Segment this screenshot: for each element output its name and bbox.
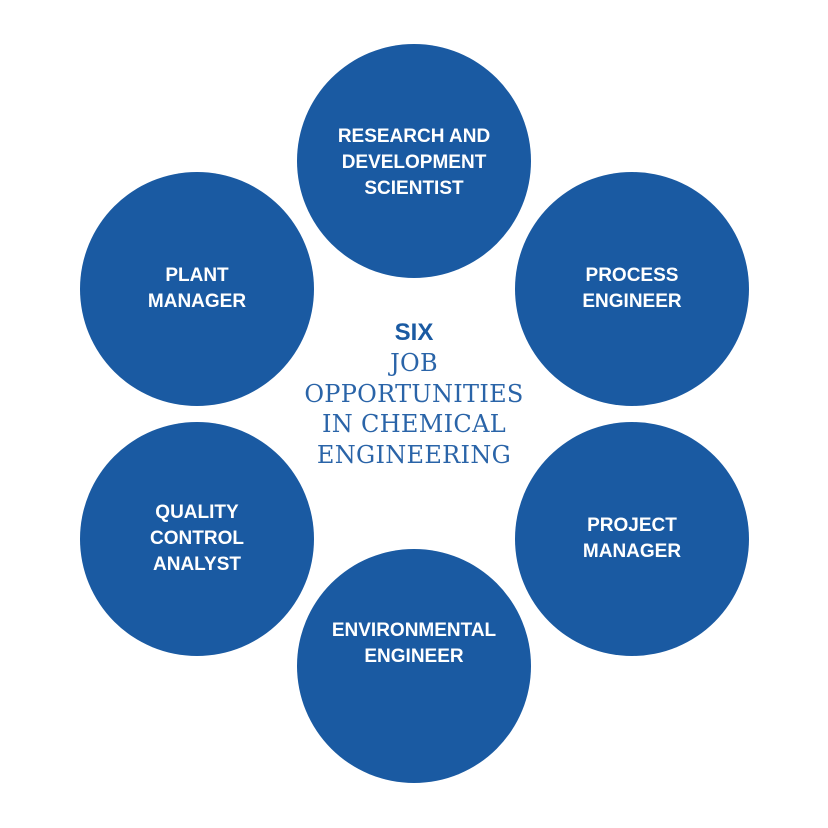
job-label: QUALITY CONTROL ANALYST — [150, 502, 244, 575]
job-circle-quality-control-analyst: QUALITY CONTROL ANALYST — [80, 422, 314, 656]
job-circle-environmental-engineer: ENVIRONMENTAL ENGINEER — [297, 549, 531, 783]
job-circle-plant-manager: PLANT MANAGER — [80, 172, 314, 406]
job-circle-project-manager: PROJECT MANAGER — [515, 422, 749, 656]
job-label: PROCESS ENGINEER — [582, 265, 682, 312]
center-heading: SIX JOB OPPORTUNITIES IN CHEMICAL ENGINE… — [264, 318, 564, 470]
job-label: PLANT MANAGER — [147, 265, 247, 312]
center-subtitle: JOB OPPORTUNITIES IN CHEMICAL ENGINEERIN… — [304, 349, 524, 469]
job-label: PROJECT MANAGER — [582, 515, 682, 562]
job-label: RESEARCH AND DEVELOPMENT SCIENTIST — [337, 126, 491, 199]
job-label: ENVIRONMENTAL ENGINEER — [331, 620, 497, 667]
job-circle-process-engineer: PROCESS ENGINEER — [515, 172, 749, 406]
job-circle-research-and-development-scientist: RESEARCH AND DEVELOPMENT SCIENTIST — [297, 44, 531, 278]
center-title: SIX — [394, 319, 434, 346]
